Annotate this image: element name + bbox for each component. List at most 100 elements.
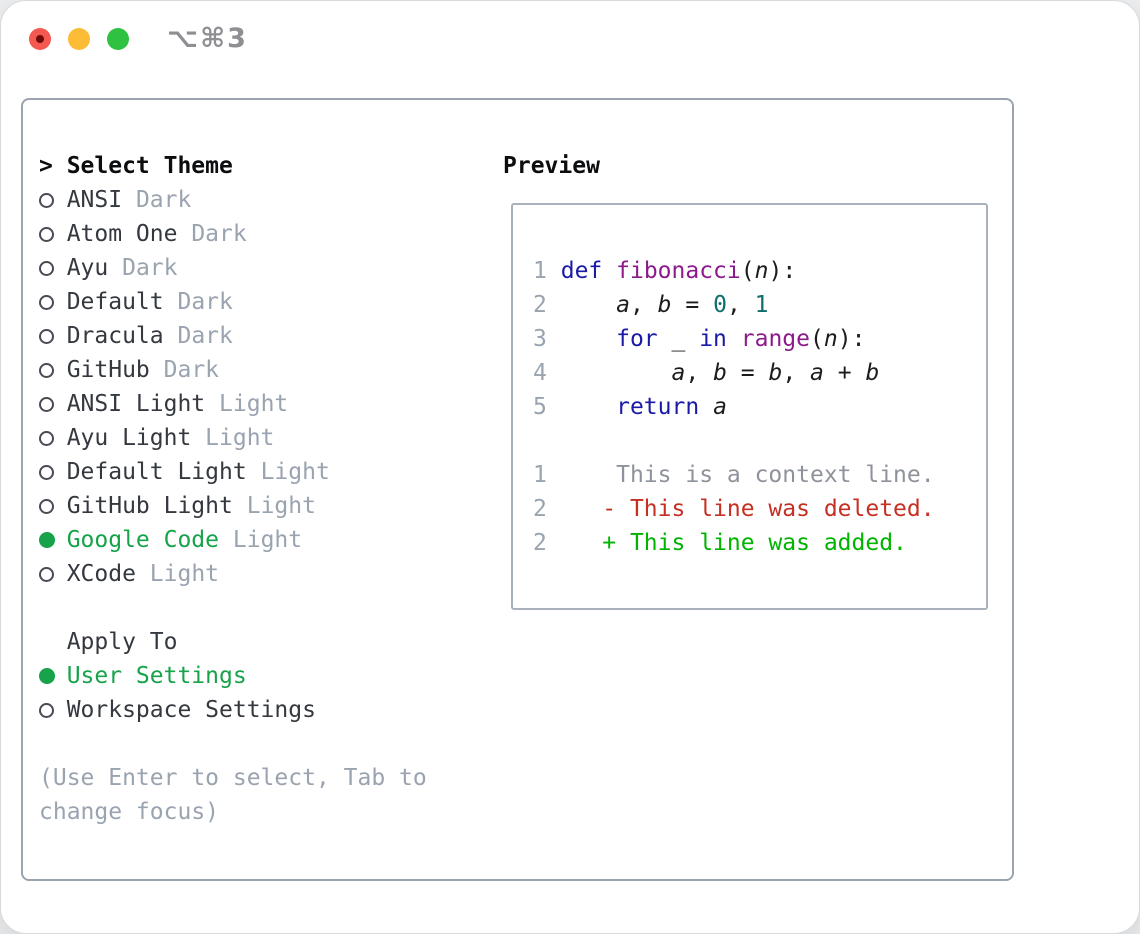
theme-option-github-light-light[interactable]: GitHub Light Light [39, 489, 427, 523]
radio-circle [39, 431, 54, 446]
hint-text-line-1: (Use Enter to select, Tab to [39, 765, 427, 791]
radio-icon [39, 285, 67, 319]
theme-variant-label: Dark [122, 255, 178, 281]
radio-icon [39, 353, 67, 387]
theme-option-google-code-light[interactable]: Google Code Light [39, 523, 427, 557]
option-label: GitHub [66, 357, 150, 383]
theme-option-atom-one-dark[interactable]: Atom One Dark [39, 217, 427, 251]
code-line: 4 a, b = b, a + b [533, 360, 880, 386]
radio-icon [39, 455, 67, 489]
spacer-row [533, 424, 935, 458]
option-label: ANSI Light [66, 391, 206, 417]
hint-text-line-2: change focus) [39, 799, 220, 825]
line-number: 2 [533, 292, 547, 318]
line-number: 1 [533, 462, 547, 488]
radio-selected-icon [39, 659, 67, 693]
radio-circle [39, 397, 54, 412]
diff-text: + This line was added. [560, 530, 907, 556]
theme-variant-label: Dark [177, 323, 233, 349]
theme-variant-label: Light [149, 561, 220, 587]
option-label: Default Light [66, 459, 247, 485]
radio-circle [39, 363, 54, 378]
code-line: 3 for _ in range(n): [533, 326, 866, 352]
radio-icon [39, 693, 67, 727]
radio-icon [39, 319, 67, 353]
option-label: Workspace Settings [66, 697, 316, 723]
theme-variant-label: Dark [177, 289, 233, 315]
radio-icon [39, 557, 67, 591]
apply-to-header: Apply To [39, 625, 427, 659]
option-label: XCode [66, 561, 136, 587]
diff-text: This is a context line. [560, 462, 935, 488]
radio-circle [39, 465, 54, 480]
radio-circle [39, 703, 54, 718]
radio-icon [39, 251, 67, 285]
preview-title: Preview [503, 153, 600, 179]
line-number: 2 [533, 530, 547, 556]
radio-circle [39, 329, 54, 344]
theme-variant-label: Dark [163, 357, 220, 383]
preview-pane: 1 def fibonacci(n): 2 a, b = 0, 1 3 for _ … [511, 203, 988, 610]
line-number: 4 [533, 360, 547, 386]
theme-option-dracula-dark[interactable]: Dracula Dark [39, 319, 427, 353]
theme-option-xcode-light[interactable]: XCode Light [39, 557, 427, 591]
theme-option-github-dark[interactable]: GitHub Dark [39, 353, 427, 387]
close-button[interactable] [29, 28, 51, 50]
minimize-button[interactable] [68, 28, 90, 50]
apply-to-header-label: Apply To [66, 629, 178, 655]
line-number: 1 [533, 258, 547, 284]
code-line: 2 a, b = 0, 1 [533, 292, 769, 318]
cursor-glyph: > [39, 153, 53, 179]
theme-option-default-light-light[interactable]: Default Light Light [39, 455, 427, 489]
preview-content: 1 def fibonacci(n): 2 a, b = 0, 1 3 for _ … [533, 254, 935, 560]
theme-list-header-label: Select Theme [66, 153, 233, 179]
window-title: ⌥⌘3 [167, 23, 248, 54]
radio-icon [39, 421, 67, 455]
radio-selected-icon [39, 523, 67, 557]
theme-option-ansi-dark[interactable]: ANSI Dark [39, 183, 427, 217]
option-label: User Settings [66, 663, 247, 689]
radio-icon [39, 183, 67, 217]
theme-option-ayu-light-light[interactable]: Ayu Light Light [39, 421, 427, 455]
radio-circle [39, 193, 54, 208]
option-label: Atom One [66, 221, 178, 247]
diff-line-added: 2 + This line was added. [533, 526, 935, 560]
radio-circle [39, 261, 54, 276]
radio-circle [39, 295, 54, 310]
theme-variant-label: Light [205, 425, 275, 451]
spacer-row [39, 727, 427, 761]
theme-variant-label: Light [260, 459, 330, 485]
radio-circle [39, 499, 54, 514]
theme-option-default-dark[interactable]: Default Dark [39, 285, 427, 319]
radio-circle [39, 567, 54, 582]
theme-variant-label: Light [219, 391, 289, 417]
code-line: 1 def fibonacci(n): [533, 258, 797, 284]
diff-text: - This line was deleted. [560, 496, 935, 522]
cursor-icon: > [39, 149, 67, 183]
apply-option-workspace-settings[interactable]: Workspace Settings [39, 693, 427, 727]
close-dot-icon [36, 35, 44, 43]
radio-circle [39, 227, 54, 242]
theme-option-ansi-light-light[interactable]: ANSI Light Light [39, 387, 427, 421]
line-number: 5 [533, 394, 547, 420]
titlebar: ⌥⌘3 [1, 1, 1139, 77]
option-label: ANSI [66, 187, 123, 213]
theme-list-header: > Select Theme [39, 149, 427, 183]
line-number: 2 [533, 496, 547, 522]
theme-variant-label: Dark [191, 221, 247, 247]
code-line: 5 return a [533, 394, 727, 420]
option-label: Default [66, 289, 164, 315]
apply-option-user-settings[interactable]: User Settings [39, 659, 427, 693]
radio-icon [39, 387, 67, 421]
diff-line-context: 1 This is a context line. [533, 458, 935, 492]
theme-variant-label: Light [232, 527, 303, 553]
radio-circle [39, 668, 55, 684]
theme-option-ayu-dark[interactable]: Ayu Dark [39, 251, 427, 285]
spacer-row [39, 591, 427, 625]
radio-icon [39, 217, 67, 251]
zoom-button[interactable] [107, 28, 129, 50]
option-label: Ayu Light [66, 425, 192, 451]
